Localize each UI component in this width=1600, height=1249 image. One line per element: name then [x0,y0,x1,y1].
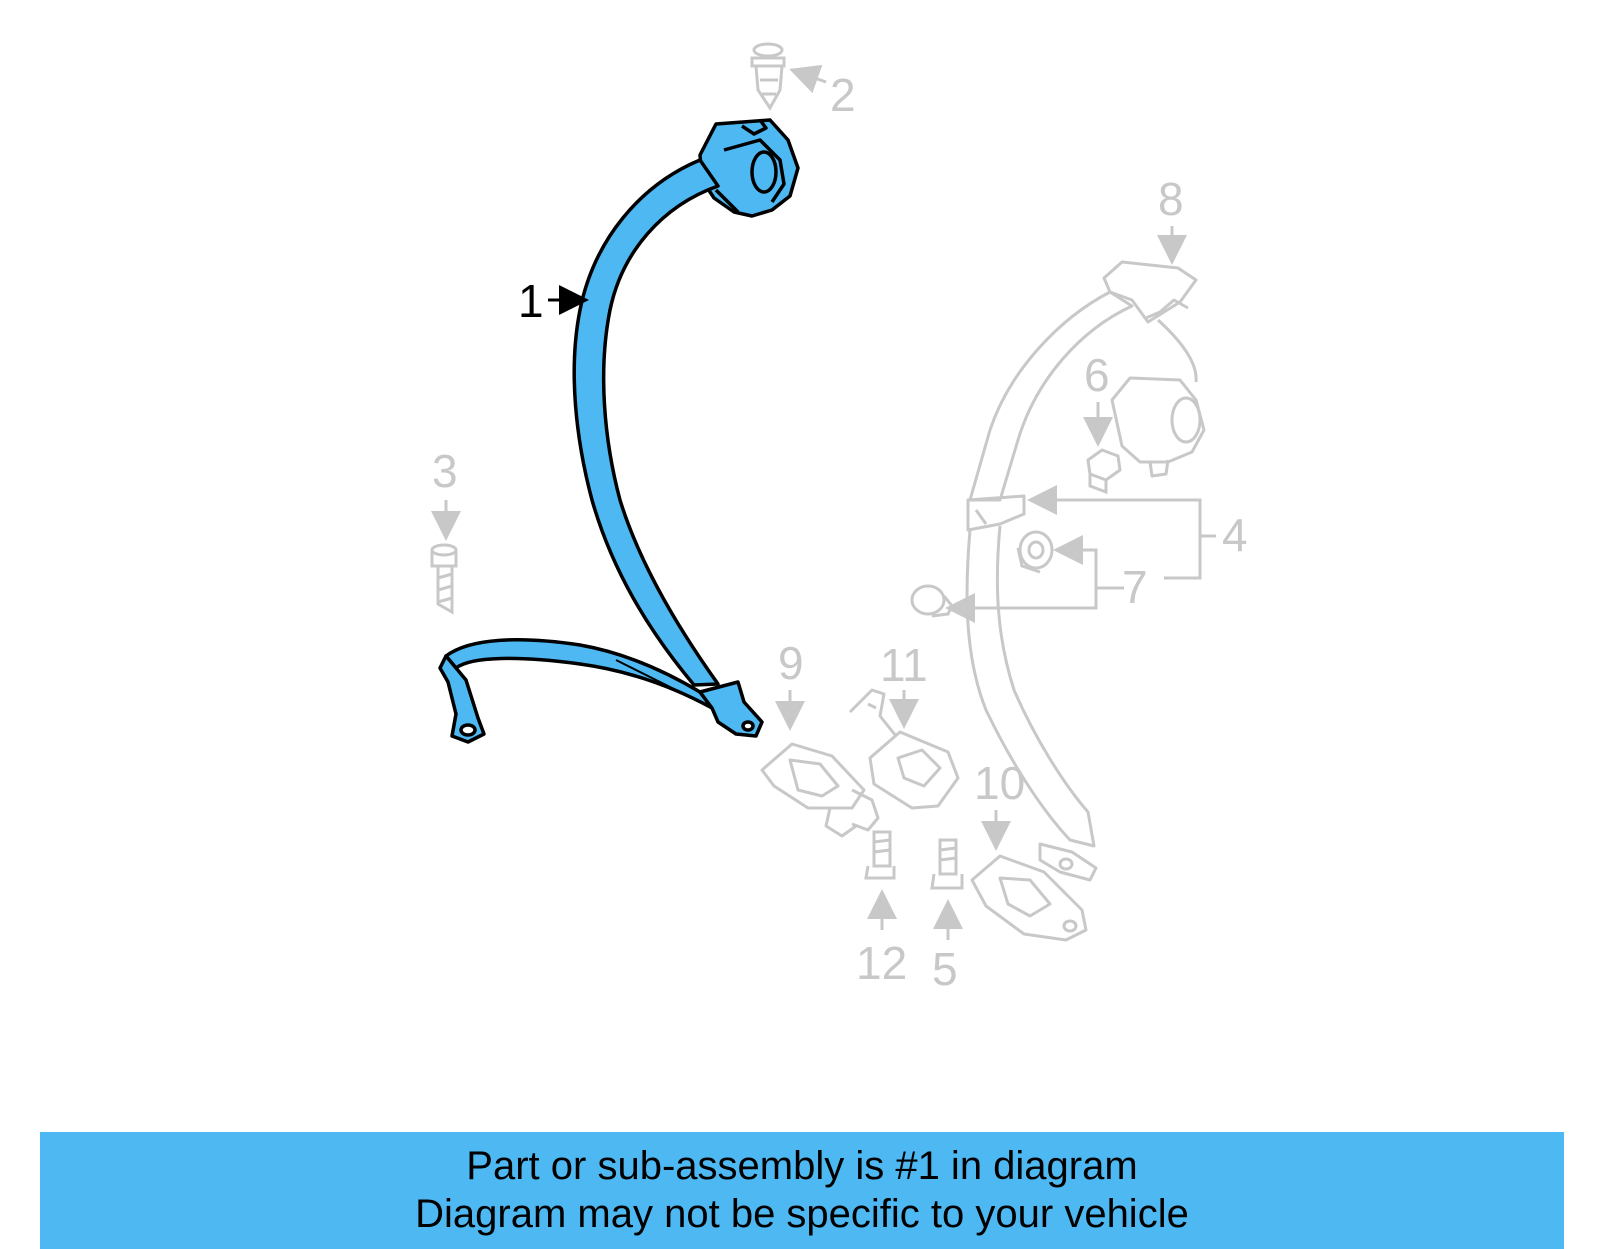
part-5-bolt [930,838,964,890]
part-2-clip [750,42,786,111]
info-banner: Part or sub-assembly is #1 in diagram Di… [40,1132,1564,1249]
callout-8: 8 [1158,173,1184,225]
part-7-grommets [910,530,1054,618]
part-9-buckle [760,742,880,838]
callout-1: 1 [518,275,544,327]
leader-4 [1027,485,1216,538]
callout-12: 12 [856,937,908,989]
leader-7-lower [945,588,1098,623]
callout-10: 10 [974,757,1026,809]
part-3-bolt [430,543,458,615]
part-11-buckle [848,688,960,810]
callout-9: 9 [778,637,804,689]
part-6-nut [1086,448,1122,495]
leader-4-lower [1164,536,1202,580]
banner-line-2: Diagram may not be specific to your vehi… [415,1192,1189,1236]
callout-11: 11 [880,639,928,691]
callout-4: 4 [1222,509,1248,561]
leader-lines [431,64,1216,940]
callout-5: 5 [932,943,958,995]
banner-line-1: Part or sub-assembly is #1 in diagram [466,1144,1138,1188]
part-4-seat-belt-assembly [965,260,1206,882]
part-10-buckle [970,854,1088,942]
callout-3: 3 [432,445,458,497]
callout-6: 6 [1084,349,1110,401]
callout-7: 7 [1122,561,1148,613]
leader-7-upper [1053,535,1124,590]
part-1-seat-belt-assembly [438,118,800,744]
callout-2: 2 [830,69,856,121]
part-12-bolt [864,830,896,880]
leader-2 [789,64,827,94]
